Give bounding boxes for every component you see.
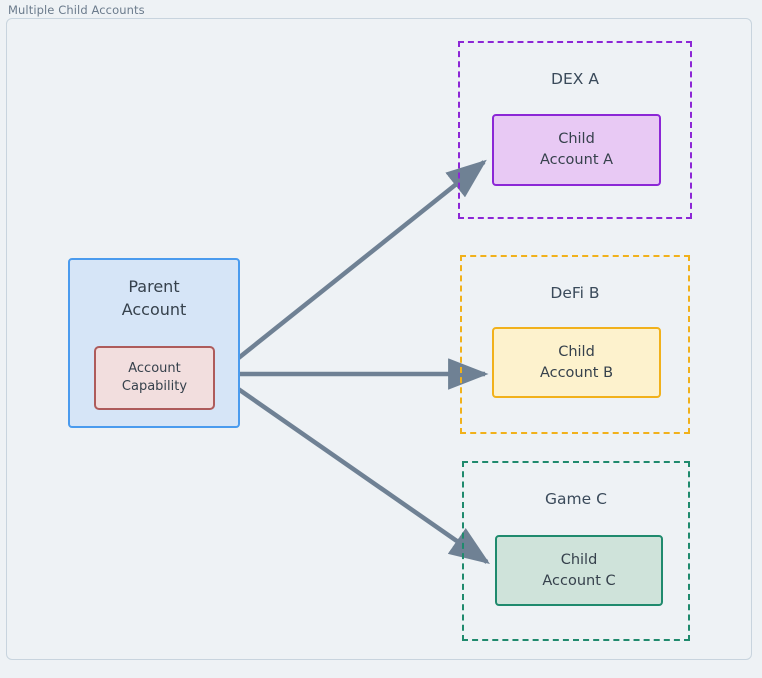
diagram-frame	[6, 18, 752, 660]
parent-account-node[interactable]: Parent Account Account Capability	[68, 258, 240, 428]
child-account-b-line1: Child	[558, 343, 595, 360]
group-game-c[interactable]: Game C	[462, 461, 690, 641]
child-account-a-line1: Child	[558, 131, 595, 148]
child-account-c-line1: Child	[560, 551, 598, 568]
account-capability-line2: Capability	[121, 379, 188, 394]
group-dex-a[interactable]: DEX A	[458, 41, 692, 219]
parent-account-title-line1: Parent	[128, 277, 180, 296]
group-label-dex-a: DEX A	[551, 70, 599, 88]
child-account-b-line2: Account B	[539, 364, 614, 381]
child-account-b-node[interactable]: Child Account B	[492, 327, 661, 398]
parent-account-title-line2: Account	[121, 299, 187, 319]
account-capability-line1: Account	[128, 360, 181, 376]
child-account-c-node[interactable]: Child Account C	[495, 535, 663, 606]
child-account-a-line2: Account A	[539, 152, 614, 168]
child-account-a-node[interactable]: Child Account A	[492, 114, 661, 186]
account-capability-node[interactable]: Account Capability	[94, 346, 215, 410]
child-account-c-line2: Account C	[542, 572, 616, 589]
parent-account-title: Parent Account	[122, 276, 187, 321]
group-defi-b[interactable]: DeFi B	[460, 255, 690, 434]
frame-caption: Multiple Child Accounts	[8, 3, 145, 17]
group-label-defi-b: DeFi B	[550, 284, 600, 302]
group-label-game-c: Game C	[545, 490, 607, 508]
